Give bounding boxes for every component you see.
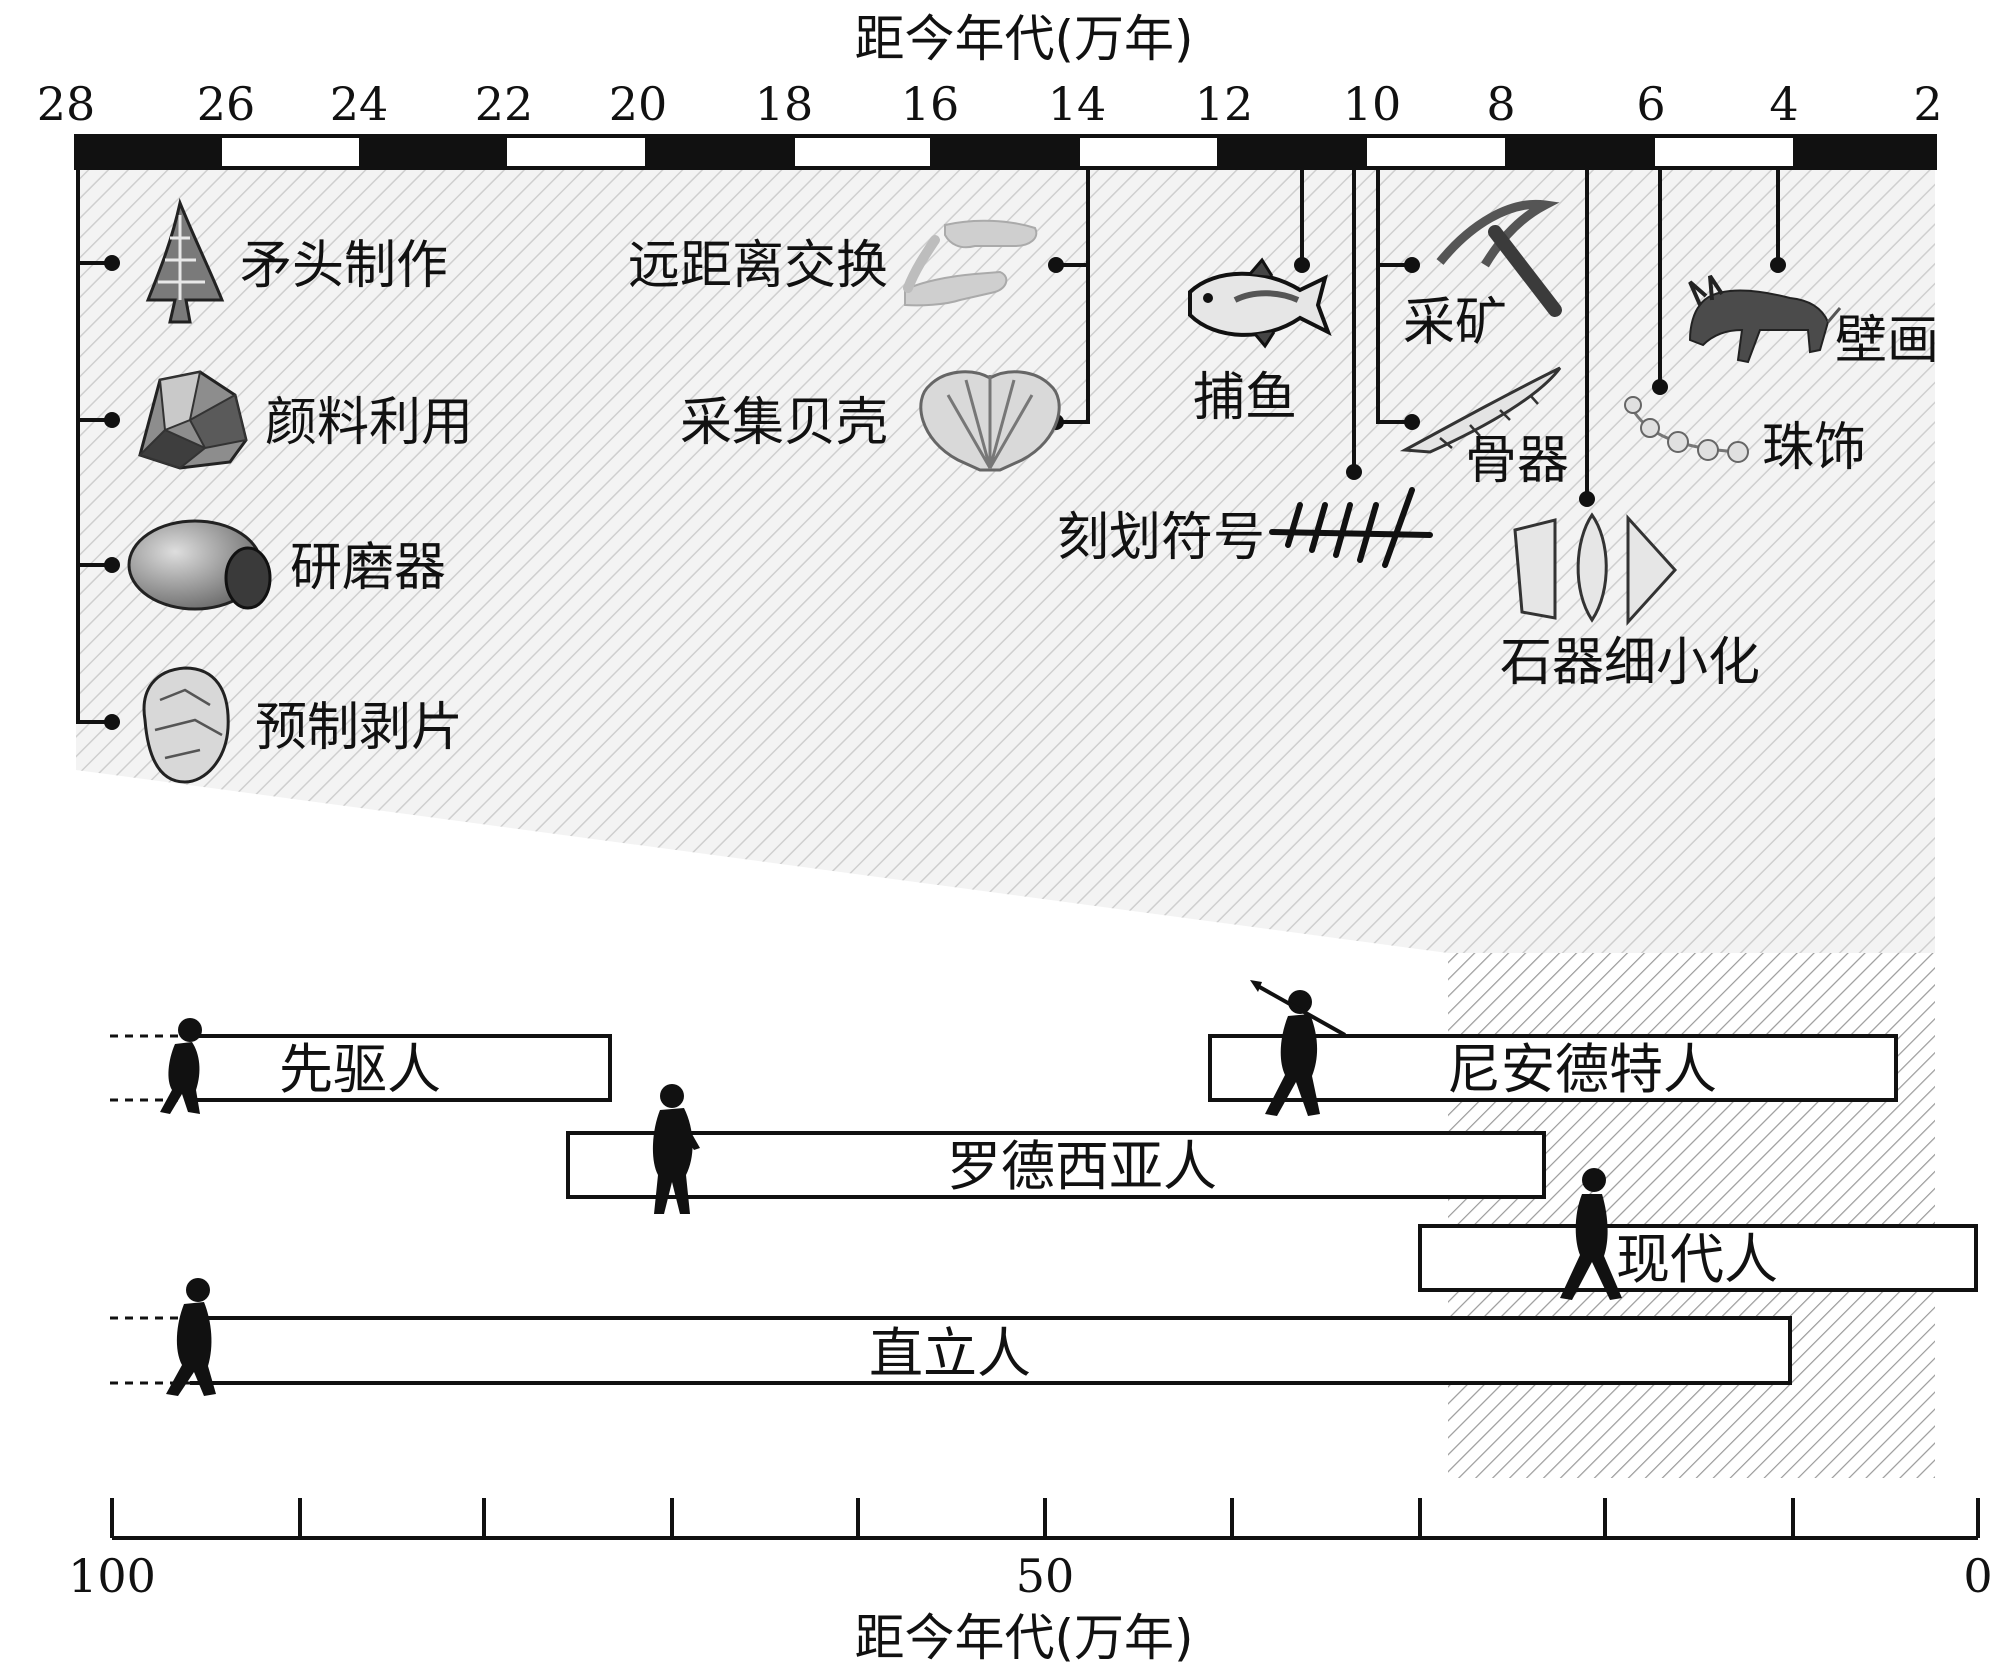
top-tick-18: 18: [755, 77, 814, 131]
label-modern: 现代人: [1616, 1228, 1778, 1291]
hominin-silhouette-icon: [160, 980, 1622, 1396]
grindstone-icon: [127, 519, 272, 611]
top-tick-22: 22: [475, 77, 534, 131]
bottom-hatched-zone: [1448, 953, 1935, 1478]
label-mining: 采矿: [1403, 293, 1507, 353]
label-antecessor: 先驱人: [279, 1038, 441, 1101]
top-hatched-panel: [76, 138, 1935, 960]
label-exchange: 远距离交换: [628, 236, 888, 296]
top-tick-8: 8: [1486, 77, 1515, 131]
top-tick-24: 24: [330, 77, 389, 131]
hands-icon: [903, 219, 1038, 307]
top-tick-16: 16: [901, 77, 960, 131]
bar-erectus: 直立人: [110, 1316, 1792, 1385]
connector-microliths: [1579, 168, 1595, 507]
top-tick-6: 6: [1636, 77, 1665, 131]
label-neanderthal: 尼安德特人: [1447, 1038, 1717, 1101]
bar-modern: 现代人: [1418, 1224, 1978, 1292]
microlith-icon: [1513, 512, 1678, 626]
label-grindstone: 研磨器: [290, 538, 446, 598]
top-tick-26: 26: [197, 77, 256, 131]
label-prepared-flake: 预制剥片: [255, 698, 463, 758]
connector-fishing: [1294, 168, 1310, 273]
animal-painting-icon: [1688, 274, 1842, 364]
label-fishing: 捕鱼: [1193, 368, 1297, 428]
shell-icon: [919, 370, 1061, 472]
label-microliths: 石器细小化: [1500, 633, 1760, 693]
flake-icon: [142, 666, 230, 784]
spearhead-icon: [145, 197, 225, 324]
top-tick-28: 28: [37, 77, 96, 131]
bone-harpoon-icon: [1399, 366, 1562, 454]
top-tick-12: 12: [1195, 77, 1254, 131]
bottom-tick-50: 50: [1016, 1549, 1075, 1603]
bead-string-icon: [1624, 396, 1749, 463]
label-bone-tools: 骨器: [1465, 431, 1569, 491]
bar-rhodesiensis: 罗德西亚人: [566, 1131, 1546, 1199]
label-cave-art: 壁画: [1835, 311, 1939, 371]
top-tick-14: 14: [1048, 77, 1107, 131]
connector-cave-art: [1770, 168, 1786, 273]
bar-neanderthal: 尼安德特人: [1208, 1034, 1898, 1102]
bottom-axis-title: 距今年代(万年): [854, 1609, 1193, 1667]
label-engraving: 刻划符号: [1057, 508, 1265, 568]
label-spearhead: 矛头制作: [240, 236, 448, 296]
top-tick-10: 10: [1343, 77, 1402, 131]
pickaxe-icon: [1436, 199, 1562, 317]
top-tick-4: 4: [1769, 77, 1798, 131]
label-beads: 珠饰: [1762, 418, 1866, 478]
top-axis-title: 距今年代(万年): [854, 10, 1193, 68]
bracket-10: [1376, 168, 1420, 430]
top-tick-20: 20: [609, 77, 668, 131]
top-axis-ticks: 28 26 24 22 20 18 16 14 12 10 8 6 4 2: [37, 77, 1943, 131]
bar-antecessor: 先驱人: [110, 1034, 612, 1102]
left-bracket: [76, 168, 120, 730]
bottom-axis: [110, 1498, 1980, 1540]
label-erectus: 直立人: [869, 1322, 1031, 1385]
connector-beads: [1652, 168, 1668, 395]
label-pigment: 颜料利用: [265, 393, 473, 453]
fish-icon: [1188, 257, 1332, 349]
label-rhodesiensis: 罗德西亚人: [947, 1135, 1217, 1198]
label-shells: 采集贝壳: [680, 393, 888, 453]
bottom-tick-0: 0: [1963, 1549, 1992, 1603]
crystal-icon: [138, 370, 248, 470]
tally-icon: [1269, 487, 1433, 568]
top-scale-bar: [74, 134, 1937, 170]
top-tick-2: 2: [1913, 77, 1942, 131]
bottom-tick-100: 100: [68, 1549, 156, 1603]
connector-engraving: [1346, 168, 1362, 480]
